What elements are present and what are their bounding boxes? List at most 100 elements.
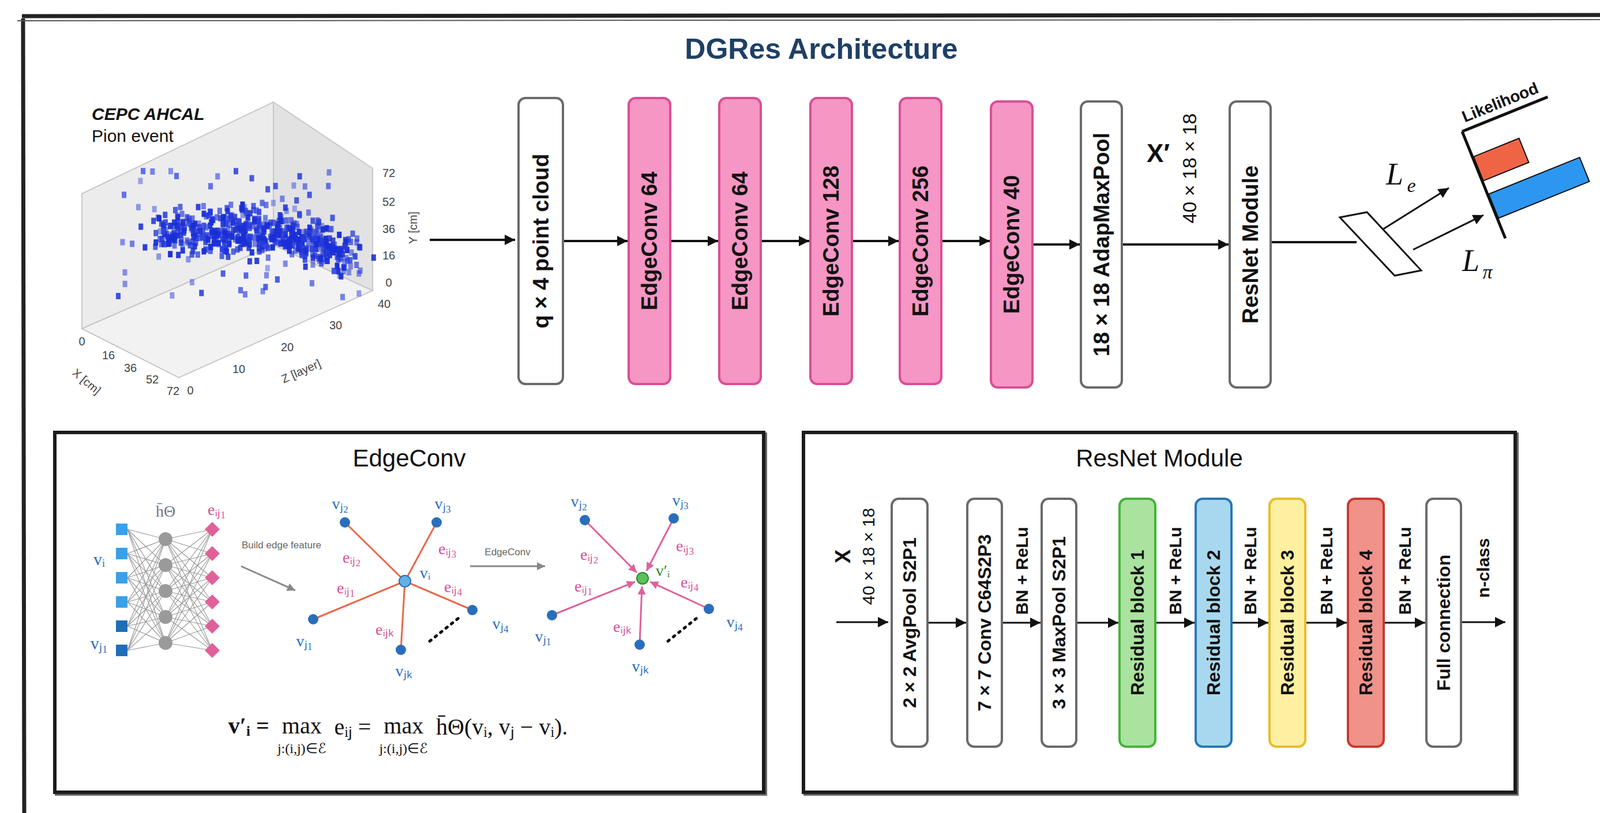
input-unit [115,644,128,657]
hit-cells [115,167,377,301]
input-arrow [429,238,516,242]
hit-cell [348,263,353,270]
connector-arrow [1003,622,1041,625]
hit-cell [179,211,185,218]
text-label: vⱼ₄ [726,610,744,633]
hit-cell [254,257,259,265]
hit-cell [271,200,276,207]
hit-cell [263,201,269,209]
text-label: 20 [280,340,294,355]
text-label: eᵢⱼ₄ [680,570,700,593]
hit-cell [156,253,161,261]
hit-cell [302,183,308,190]
hit-cell [357,243,362,251]
hit-cell [157,235,163,243]
hit-cell [174,173,179,180]
hit-cell [179,236,184,243]
text-label: h̄Θ [155,502,176,521]
text-label: 0 [78,335,85,349]
hit-cell [227,239,232,246]
hit-cell [306,209,311,216]
text-label: 40 [377,297,391,311]
graph-node [431,517,442,528]
hit-cell [286,236,291,243]
text-label: Build edge feature [241,539,322,552]
electron-bar [1473,138,1530,182]
hit-cell [251,203,257,210]
text-label: eᵢⱼ₂ [342,545,362,568]
hit-cell [140,167,146,175]
hit-cell [283,260,288,268]
mlp-link [165,591,213,651]
hit-cell [320,226,326,234]
hit-cell [201,210,207,217]
hit-cell [208,209,213,216]
hit-cell [189,279,195,286]
hit-cell [272,238,277,245]
hit-cell [166,240,171,247]
text-label: eᵢⱼ₁ [574,574,593,597]
hidden-unit [158,610,173,625]
connector-arrow [761,239,810,243]
frame-line [21,14,1600,17]
mlp-link [165,539,213,603]
text-label: 0 [186,384,194,398]
hit-cell [167,250,173,258]
hit-cell [248,209,253,217]
hit-cell [260,200,265,207]
connector-arrow [1156,622,1195,625]
mlp-link [165,602,213,644]
more-dots [429,616,462,642]
hit-cell [238,287,243,294]
hit-cell [246,235,252,243]
box-label: 2 × 2 AvgPool S2P1 [899,537,921,709]
hit-cell [240,235,246,243]
hit-cell [235,234,240,241]
hit-cell [252,240,258,247]
layer-box: 2 × 2 AvgPool S2P1 [890,497,929,749]
mlp-link [165,565,213,627]
panel-frame: EdgeConv [53,430,766,795]
text-label: 0 [385,276,392,290]
layer-box: Residual block 2 [1194,497,1233,749]
resnet-input-arrow [836,621,889,624]
hit-cell [120,239,126,246]
hit-cell [289,250,295,258]
output-unit [204,521,220,537]
hit-cell [208,208,213,216]
hit-cell [336,231,342,239]
graph-node [399,575,411,588]
input-unit [115,547,128,560]
text-label: Z [layer] [279,357,323,386]
hit-cell [175,252,181,259]
text-label: eᵢⱼ₁ [336,576,356,599]
hit-cell [237,218,242,225]
hit-cell [122,269,128,276]
input-unit [115,572,128,584]
layer-box: ResNet Module [1228,100,1272,389]
hit-cell [301,235,306,243]
hit-cell [331,267,337,274]
hit-cell [219,252,225,259]
text-label: EdgeConv [484,546,531,559]
hit-cell [115,293,121,300]
hit-cell [352,253,358,260]
hidden-unit [158,558,173,573]
hit-cell [217,207,223,214]
mlp-link [127,539,166,578]
text-label: n-class [1473,538,1494,598]
hit-cell [155,214,161,221]
resnet-output-arrow [1462,621,1506,624]
hit-cell [309,245,315,253]
text-label: L [1462,242,1480,279]
hit-cell [343,244,348,251]
diagram-title: DGRes Architecture [684,32,958,66]
box-label: Residual block 1 [1127,550,1149,697]
mlp-link [165,529,213,618]
mlp-link [127,529,166,644]
hit-cell [168,222,174,229]
hit-cell [330,243,336,251]
graph-node [546,610,558,621]
hit-cell [343,243,349,251]
hit-cell [278,216,284,223]
